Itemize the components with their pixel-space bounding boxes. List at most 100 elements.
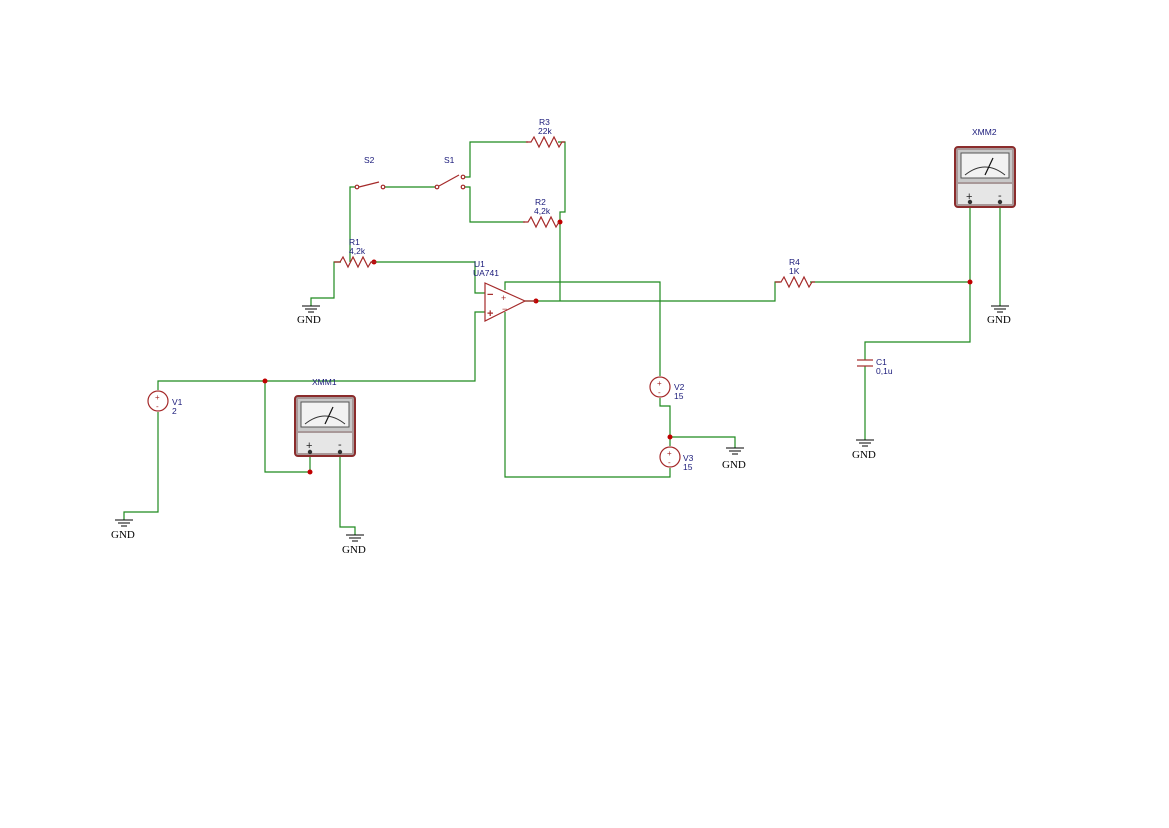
wire-opamp-vplus — [504, 281, 661, 376]
ground-label-r1: GND — [297, 314, 321, 326]
s1-terminal-common — [434, 184, 440, 190]
wire-r1-gnd — [310, 261, 341, 306]
s2-terminal-right — [380, 184, 386, 190]
source-v2[interactable]: + - V2 15 — [649, 376, 685, 401]
resistor-r4-body — [775, 275, 815, 289]
opamp-vplus-mark: + — [501, 293, 506, 303]
wire-r1-opamp-minus — [371, 261, 485, 294]
xmm2-dial-arc — [964, 166, 1006, 176]
opamp-minus-pin: − — [487, 289, 493, 301]
r4-value: 1K — [789, 266, 800, 276]
ground-xmm1: GND — [342, 534, 366, 556]
ground-c1: GND — [852, 439, 876, 461]
s2-blade — [358, 181, 380, 188]
xmm2-terminal-panel — [958, 184, 1012, 204]
s1-blade — [438, 174, 460, 187]
r3-value: 22k — [538, 126, 552, 136]
wire-xmm1-plus — [264, 381, 311, 473]
s1-terminal-lower — [460, 184, 466, 190]
junction-supply-mid — [667, 434, 673, 440]
wire-output-r4 — [525, 281, 780, 302]
xmm1-needle — [324, 406, 334, 425]
xmm1-plus-label: + — [306, 440, 312, 452]
wires — [123, 141, 1001, 535]
xmm2-plus-terminal[interactable] — [967, 199, 973, 205]
ground-v1: GND — [111, 519, 135, 541]
junctions — [262, 219, 973, 475]
resistor-r3[interactable]: R3 22k — [526, 117, 565, 149]
multimeter-xmm2[interactable]: XMM2 + - — [954, 127, 1016, 208]
wire-s1-r3 — [465, 141, 528, 178]
resistor-r2-body — [523, 215, 560, 229]
r1-value: 4,2k — [349, 246, 366, 256]
junction-v1-line — [262, 378, 268, 384]
xmm2-minus-terminal[interactable] — [997, 199, 1003, 205]
xmm2-needle — [984, 157, 994, 176]
xmm2-ref: XMM2 — [972, 127, 997, 137]
v3-body — [659, 446, 681, 468]
ground-label-xmm1: GND — [342, 544, 366, 556]
r2-ref: R2 — [535, 197, 546, 207]
v3-minus-sign: - — [668, 458, 671, 467]
resistor-r2[interactable]: R2 4,2k — [523, 197, 560, 229]
xmm1-dial-arc — [304, 415, 346, 425]
ground-r1: GND — [297, 305, 321, 326]
v2-body — [649, 376, 671, 398]
xmm1-minus-terminal[interactable] — [337, 449, 343, 455]
source-v1[interactable]: + - V1 2 — [147, 390, 183, 416]
ground-label-v1: GND — [111, 529, 135, 541]
junction-r4-node — [967, 279, 973, 285]
opamp-plus-pin: + — [487, 308, 493, 320]
ground-xmm2: GND — [987, 305, 1011, 326]
ground-supply: GND — [722, 447, 746, 471]
c1-ref: C1 — [876, 357, 887, 367]
s1-terminal-upper — [460, 174, 466, 180]
v1-value: 2 — [172, 406, 177, 416]
wire-feedback — [558, 221, 561, 301]
opamp-u1[interactable]: − + + − U1 UA741 — [473, 259, 536, 322]
junction-xmm1 — [307, 469, 313, 475]
resistor-r3-body — [526, 135, 565, 149]
xmm1-minus-label: - — [338, 439, 342, 451]
v2-value: 15 — [674, 391, 684, 401]
s2-terminal-left — [354, 184, 360, 190]
v1-ref: V1 — [172, 397, 183, 407]
xmm1-terminal-panel — [298, 433, 352, 453]
source-v3[interactable]: + - V3 15 — [659, 446, 694, 472]
switch-s1[interactable]: S1 — [434, 155, 466, 190]
ground-label-supply: GND — [722, 459, 746, 471]
resistor-r1-body — [334, 255, 376, 269]
wire-opamp-plus — [157, 311, 485, 390]
v1-plus-sign: + — [155, 393, 160, 402]
v3-value: 15 — [683, 462, 693, 472]
r4-ref: R4 — [789, 257, 800, 267]
wire-r3-r2 — [558, 141, 566, 222]
v2-plus-sign: + — [657, 379, 662, 388]
v2-ref: V2 — [674, 382, 685, 392]
xmm2-minus-label: - — [998, 190, 1002, 202]
resistor-r4[interactable]: R4 1K — [775, 257, 815, 289]
xmm1-plus-terminal[interactable] — [307, 449, 313, 455]
r2-value: 4,2k — [534, 206, 551, 216]
v1-body — [147, 390, 169, 412]
v1-minus-sign: - — [156, 402, 159, 411]
wire-v1-gnd — [123, 412, 159, 520]
ground-label-c1: GND — [852, 449, 876, 461]
wire-v3-opamp-vminus — [504, 312, 671, 478]
multimeter-xmm1[interactable]: XMM1 + - — [294, 377, 356, 457]
resistor-r1[interactable]: R1 4,2k — [334, 237, 376, 269]
capacitor-c1[interactable]: C1 0,1u — [857, 357, 893, 376]
v3-plus-sign: + — [667, 449, 672, 458]
ground-label-xmm2: GND — [987, 314, 1011, 326]
r3-ref: R3 — [539, 117, 550, 127]
wire-mid-gnd — [670, 436, 736, 448]
wire-node-c1 — [864, 282, 971, 360]
xmm1-ref: XMM1 — [312, 377, 337, 387]
opamp-vminus-mark: − — [502, 304, 507, 314]
switch-s2[interactable]: S2 — [354, 155, 386, 190]
r1-ref: R1 — [349, 237, 360, 247]
s2-ref: S2 — [364, 155, 375, 165]
s1-ref: S1 — [444, 155, 455, 165]
wire-s1-r2 — [465, 186, 525, 223]
